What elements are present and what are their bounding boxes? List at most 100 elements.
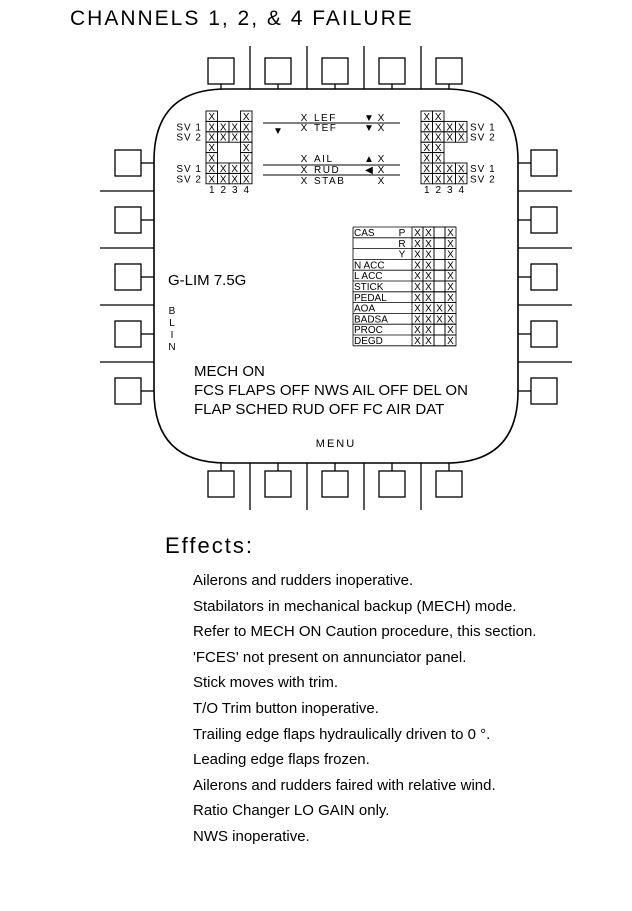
pushbutton-left-3[interactable] bbox=[114, 263, 142, 291]
channel-cell bbox=[455, 172, 468, 185]
cas-fail-mark: X bbox=[447, 271, 454, 282]
channel-fail-mark: X bbox=[231, 133, 238, 144]
channel-cell bbox=[455, 131, 468, 143]
channel-fail-mark: X bbox=[423, 122, 430, 133]
pushbutton-left-4[interactable] bbox=[114, 320, 142, 348]
cas-fail-mark: X bbox=[447, 228, 454, 239]
cas-fail-mark: X bbox=[447, 336, 454, 347]
channel-fail-mark: X bbox=[458, 164, 465, 175]
channel-fail-mark: X bbox=[435, 112, 442, 123]
surface-name-stab: STAB bbox=[314, 176, 345, 187]
channel-fail-mark: X bbox=[446, 133, 453, 144]
channel-number: 1 bbox=[424, 185, 430, 196]
channel-fail-mark: X bbox=[446, 174, 453, 185]
pushbutton-group bbox=[100, 46, 572, 510]
channel-fail-mark: X bbox=[243, 133, 250, 144]
pushbutton-top-1[interactable] bbox=[207, 57, 235, 85]
servo-row-label: SV 2 bbox=[470, 174, 496, 185]
cas-fail-mark: X bbox=[414, 228, 421, 239]
g-limit-readout: G-LIM 7.5G bbox=[168, 272, 246, 289]
channel-fail-mark: X bbox=[423, 164, 430, 175]
channel-number: 4 bbox=[243, 185, 249, 196]
cas-axis-label: P bbox=[399, 228, 406, 239]
cas-fail-mark: X bbox=[414, 239, 421, 250]
pushbutton-right-1[interactable] bbox=[530, 149, 558, 177]
cas-fail-mark: X bbox=[425, 239, 432, 250]
channel-fail-mark: X bbox=[458, 174, 465, 185]
channel-fail-mark: X bbox=[208, 164, 215, 175]
surface-direction-arrow: ▲ bbox=[364, 154, 374, 165]
cas-row-label: BADSA bbox=[354, 314, 388, 325]
channel-cell bbox=[240, 172, 253, 185]
pushbutton-top-3[interactable] bbox=[321, 57, 349, 85]
cas-cell bbox=[444, 334, 457, 347]
servo-row-label: SV 2 bbox=[176, 174, 202, 185]
pushbutton-bottom-4[interactable] bbox=[378, 470, 406, 498]
menu-label: MENU bbox=[316, 438, 356, 450]
cas-fail-mark: X bbox=[447, 239, 454, 250]
cas-fail-mark: X bbox=[436, 314, 443, 325]
channel-fail-mark: X bbox=[435, 164, 442, 175]
cas-fail-mark: X bbox=[447, 250, 454, 261]
effect-item: Stick moves with trim. bbox=[193, 674, 339, 692]
cas-row-label: PEDAL bbox=[354, 293, 387, 304]
pushbutton-top-2[interactable] bbox=[264, 57, 292, 85]
cas-fail-mark: X bbox=[414, 260, 421, 271]
blin-letter: I bbox=[171, 330, 174, 341]
effects-list: Ailerons and rudders inoperative.Stabila… bbox=[193, 568, 536, 850]
pushbutton-bottom-2[interactable] bbox=[264, 470, 292, 498]
effects-heading: Effects: bbox=[165, 533, 254, 558]
effect-item: Ratio Changer LO GAIN only. bbox=[193, 802, 390, 820]
channel-number: 3 bbox=[232, 185, 238, 196]
effect-item: 'FCES' not present on annunciator panel. bbox=[193, 648, 467, 666]
effect-item: Refer to MECH ON Caution procedure, this… bbox=[193, 623, 537, 641]
surface-name-rud: RUD bbox=[314, 165, 340, 176]
cas-fail-mark: X bbox=[414, 271, 421, 282]
cas-fail-mark: X bbox=[414, 325, 421, 336]
cas-fail-mark: X bbox=[447, 304, 454, 315]
channel-fail-mark: X bbox=[220, 164, 227, 175]
surface-left-mark: X bbox=[301, 165, 308, 176]
pushbutton-left-5[interactable] bbox=[114, 377, 142, 405]
pushbutton-left-2[interactable] bbox=[114, 206, 142, 234]
pushbutton-top-5[interactable] bbox=[435, 57, 463, 85]
surface-right-mark: X bbox=[378, 123, 385, 134]
surface-right-mark: X bbox=[378, 113, 385, 124]
channel-fail-mark: X bbox=[208, 112, 215, 123]
pushbutton-right-5[interactable] bbox=[530, 377, 558, 405]
pushbutton-right-4[interactable] bbox=[530, 320, 558, 348]
effect-item: Ailerons and rudders inoperative. bbox=[193, 572, 414, 589]
pushbutton-left-1[interactable] bbox=[114, 149, 142, 177]
pushbutton-bottom-5[interactable] bbox=[435, 470, 463, 498]
pushbutton-right-2[interactable] bbox=[530, 206, 558, 234]
cas-fail-mark: X bbox=[425, 250, 432, 261]
cas-fail-mark: X bbox=[447, 282, 454, 293]
channel-fail-mark: X bbox=[458, 122, 465, 133]
pushbutton-top-4[interactable] bbox=[378, 57, 406, 85]
cas-fail-mark: X bbox=[425, 228, 432, 239]
pushbutton-right-3[interactable] bbox=[530, 263, 558, 291]
channel-fail-mark: X bbox=[423, 174, 430, 185]
pushbutton-bottom-1[interactable] bbox=[207, 470, 235, 498]
channel-fail-mark: X bbox=[220, 174, 227, 185]
servo-row-label: SV 1 bbox=[470, 164, 496, 175]
cas-fail-mark: X bbox=[425, 304, 432, 315]
cas-axis-label: Y bbox=[399, 250, 406, 261]
surface-right-mark: X bbox=[378, 165, 385, 176]
effect-item: T/O Trim button inoperative. bbox=[193, 699, 379, 717]
cas-fail-mark: X bbox=[447, 260, 454, 271]
channel-fail-mark: X bbox=[231, 174, 238, 185]
surface-left-mark: X bbox=[301, 123, 308, 134]
pushbutton-bottom-3[interactable] bbox=[321, 470, 349, 498]
surface-left-mark: X bbox=[301, 154, 308, 165]
channel-number: 4 bbox=[458, 185, 464, 196]
cas-fail-mark: X bbox=[425, 260, 432, 271]
cas-fail-mark: X bbox=[425, 325, 432, 336]
cas-fail-mark: X bbox=[414, 304, 421, 315]
servo-row-label: SV 2 bbox=[176, 133, 202, 144]
surface-name-lef: LEF bbox=[314, 113, 337, 124]
channel-fail-mark: X bbox=[435, 122, 442, 133]
cas-fail-mark: X bbox=[425, 271, 432, 282]
